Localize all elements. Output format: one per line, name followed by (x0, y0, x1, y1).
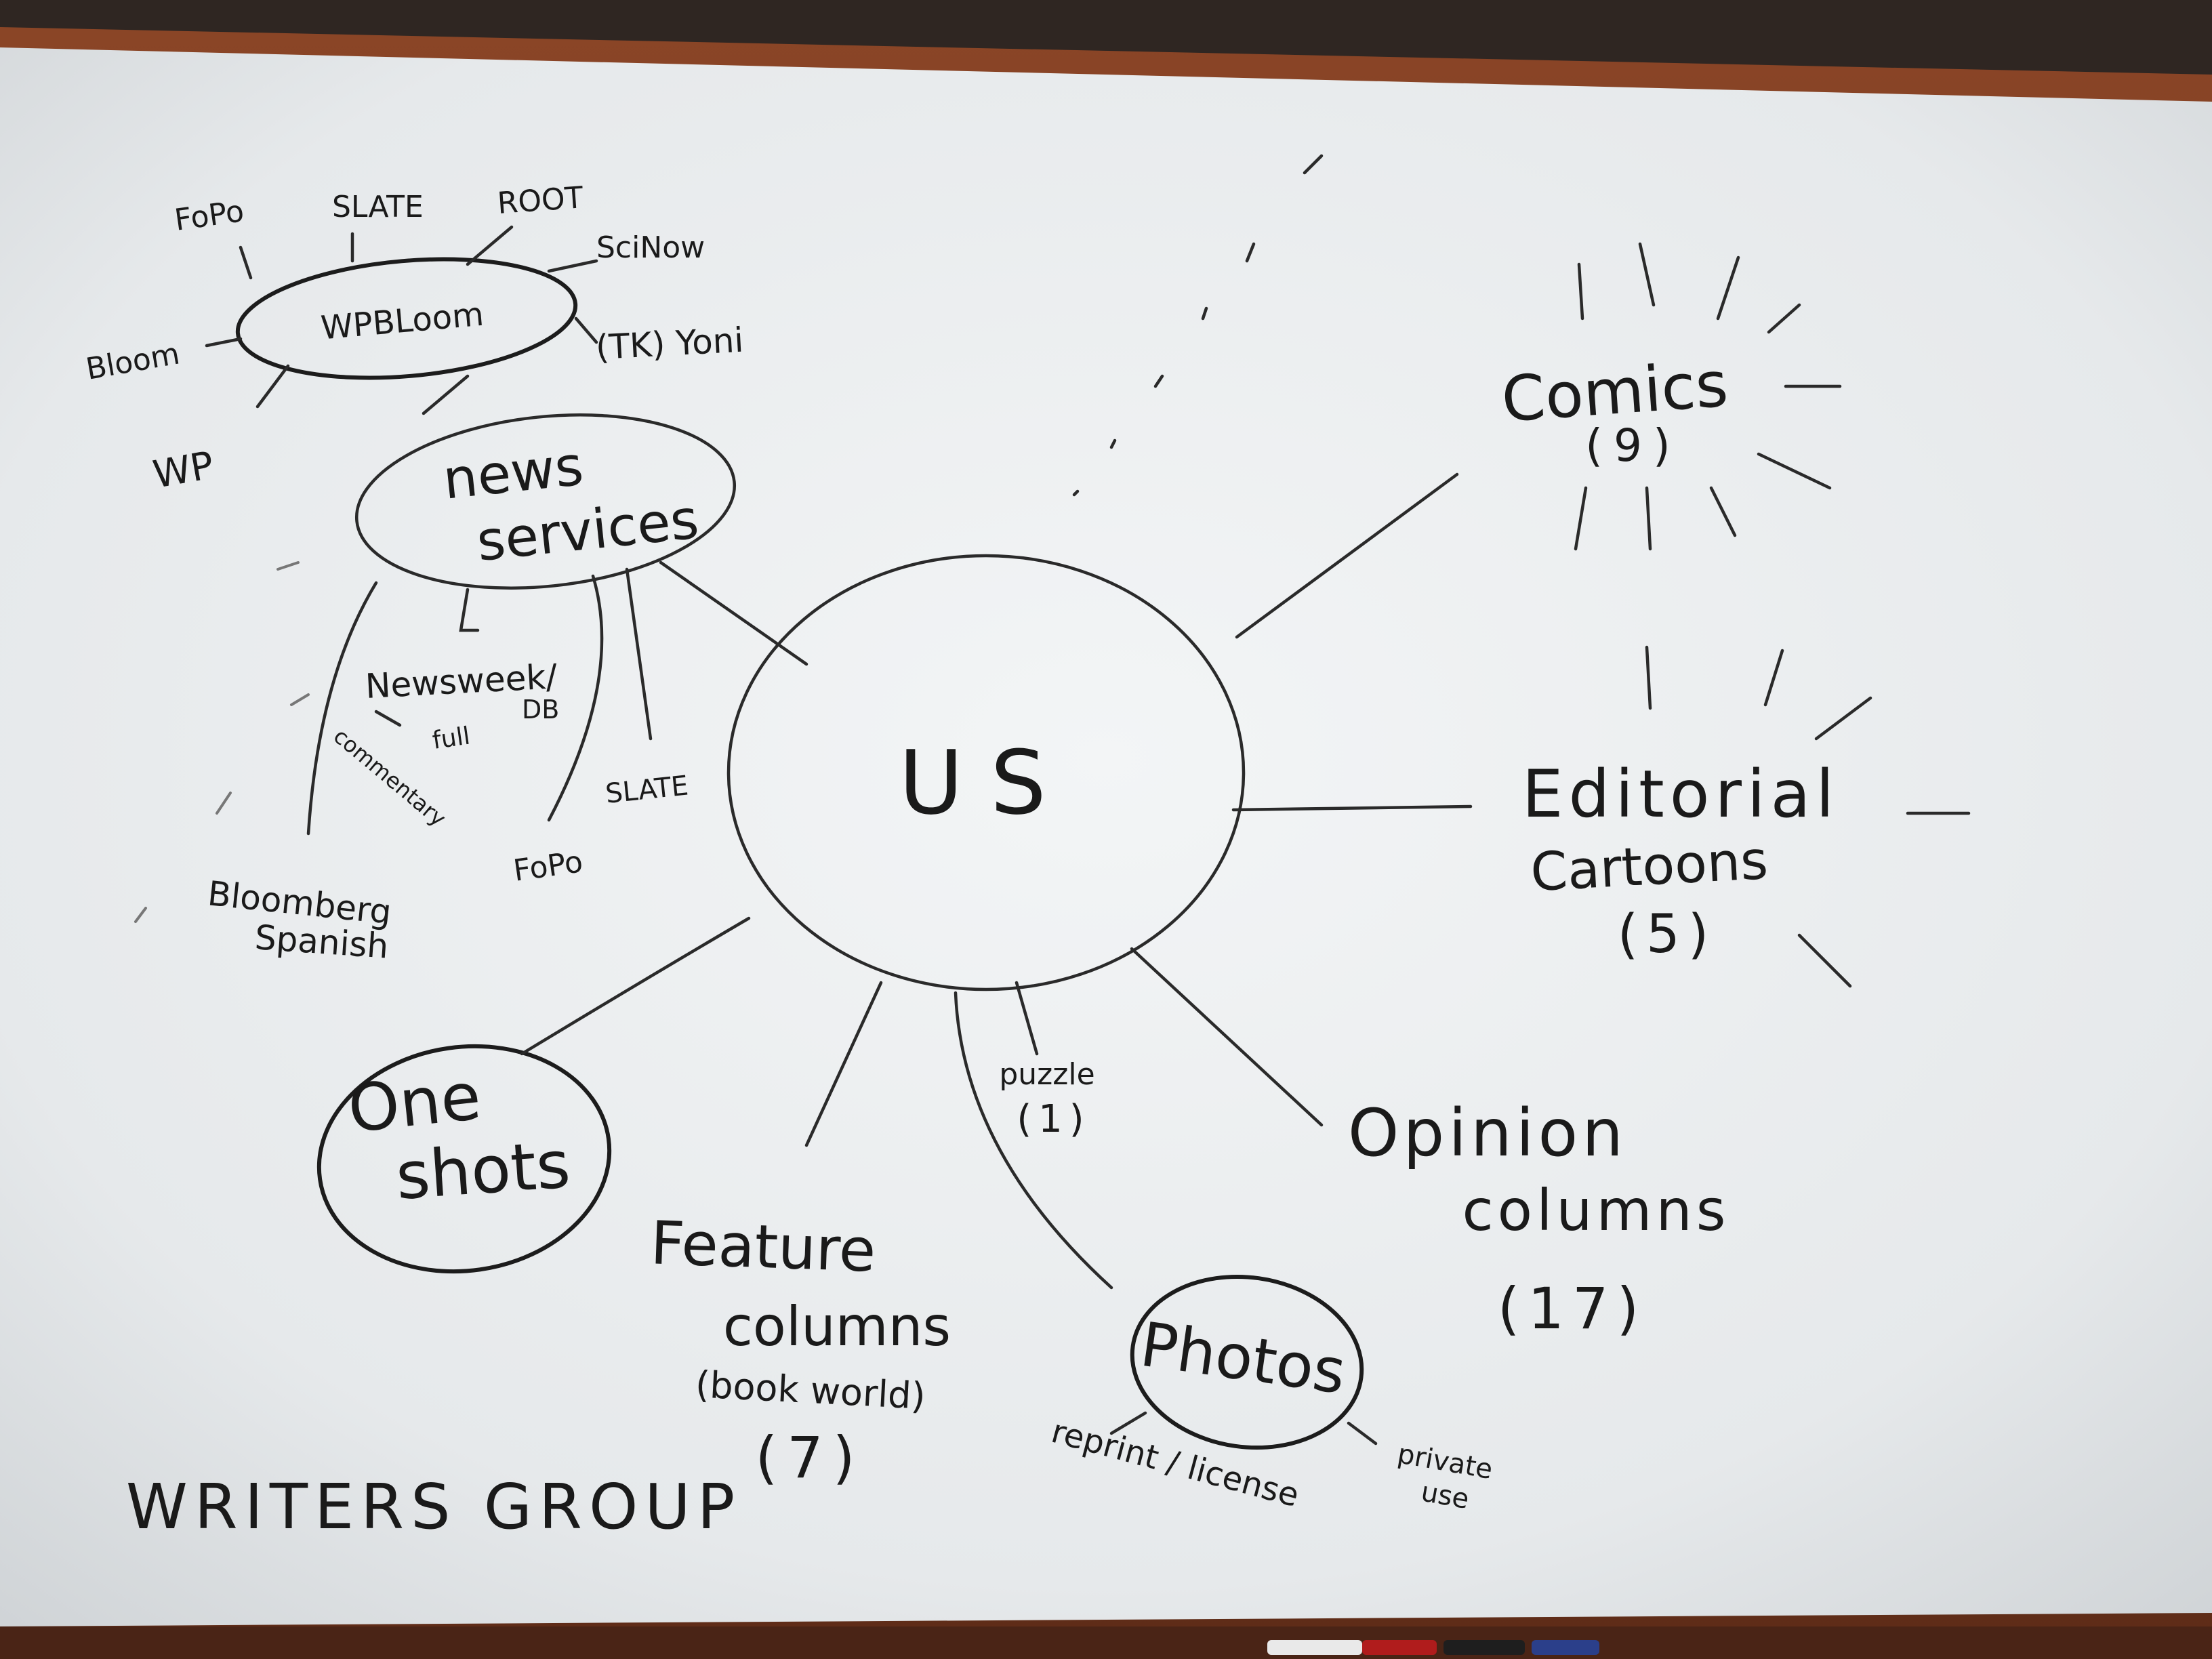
editorial-label-1: Editorial (1522, 756, 1839, 832)
source-scinow: SciNow (596, 230, 705, 265)
marker-tray (0, 1626, 2212, 1659)
source-root: ROOT (496, 180, 584, 221)
feature-label-2: columns (723, 1295, 951, 1358)
news-services-ellipse (354, 413, 737, 590)
one-shots-label-1: One (344, 1058, 484, 1147)
wpbloom-ellipse (235, 257, 578, 380)
marker (1267, 1640, 1362, 1655)
full-label: full (431, 722, 472, 755)
news-services-label-1: news (440, 434, 586, 512)
source-tk-yoni: (TK) Yoni (595, 321, 745, 367)
connector-lines (306, 374, 1473, 1290)
photos-spoke (1347, 1421, 1378, 1446)
whiteboard-surface (0, 47, 2212, 1626)
comics-label: Comics (1499, 348, 1730, 436)
source-slate: SLATE (332, 190, 424, 224)
comics-rays (1574, 242, 1842, 551)
editorial-rays (1645, 645, 1971, 988)
wpbloom-spokes (205, 225, 598, 409)
db-label: DB (522, 695, 559, 724)
editorial-label-2: Cartoons (1529, 830, 1769, 903)
marker (1532, 1640, 1599, 1655)
puzzle-label: puzzle (999, 1057, 1094, 1092)
one-shots-ellipse (316, 1044, 612, 1274)
feature-label-1: Feature (649, 1208, 877, 1286)
source-wp: WP (150, 443, 217, 497)
photos-spoke (1109, 1411, 1147, 1435)
footer-label: WRITERS GROUP (126, 1471, 741, 1543)
comics-count: (9) (1585, 419, 1681, 472)
marker-cap (1362, 1640, 1437, 1655)
photos-ellipse (1130, 1274, 1364, 1450)
one-shots-label-2: shots (393, 1126, 572, 1214)
opinion-label-1: Opinion (1348, 1095, 1627, 1171)
feature-count: (7) (756, 1425, 865, 1491)
editorial-count: (5) (1618, 904, 1717, 965)
opinion-count: (17) (1498, 1275, 1647, 1342)
puzzle-count: (1) (1017, 1097, 1090, 1141)
us-label: US (899, 731, 1073, 834)
marker (1443, 1640, 1525, 1655)
dashed-trail (1072, 154, 1324, 497)
opinion-label-2: columns (1462, 1177, 1730, 1244)
us-circle (726, 554, 1246, 991)
faint-marks (134, 561, 310, 923)
bloomberg-label-2: Spanish (253, 918, 390, 966)
